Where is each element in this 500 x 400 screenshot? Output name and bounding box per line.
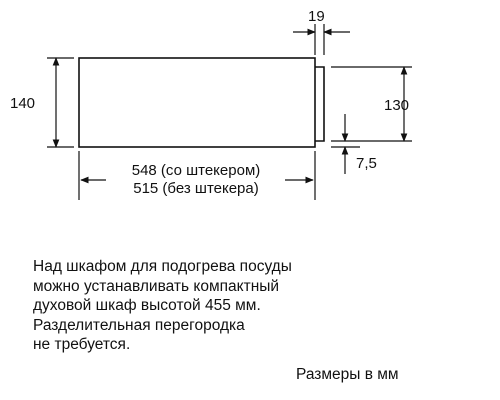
dimension-height-right-label: 130 xyxy=(384,97,409,114)
note-line: не требуется. xyxy=(33,336,131,353)
installation-note: Над шкафом для подогрева посуды можно ус… xyxy=(33,257,292,355)
dimension-gap-bottom xyxy=(331,114,360,174)
dimension-width xyxy=(78,151,316,200)
dimension-depth-panel xyxy=(293,24,350,55)
dimension-drawing: 140 19 130 7,5 548 (со штекером) 515 (бе… xyxy=(10,8,412,200)
note-line: духовой шкаф высотой 455 мм. xyxy=(33,297,261,314)
dimension-height-left xyxy=(47,57,74,148)
note-line: можно устанавливать компактный xyxy=(33,277,280,295)
units-label: Размеры в мм xyxy=(296,366,399,383)
dimension-depth-panel-label: 19 xyxy=(308,8,325,25)
dimension-width-without-plug-label: 515 (без штекера) xyxy=(133,180,259,197)
note-line: Над шкафом для подогрева посуды xyxy=(33,258,292,275)
note-line: Разделительная перегородка xyxy=(33,316,245,334)
dimension-width-with-plug-label: 548 (со штекером) xyxy=(132,162,261,179)
drawer-outline xyxy=(78,57,325,148)
dimension-height-left-label: 140 xyxy=(10,95,35,112)
dimension-gap-bottom-label: 7,5 xyxy=(356,155,377,172)
